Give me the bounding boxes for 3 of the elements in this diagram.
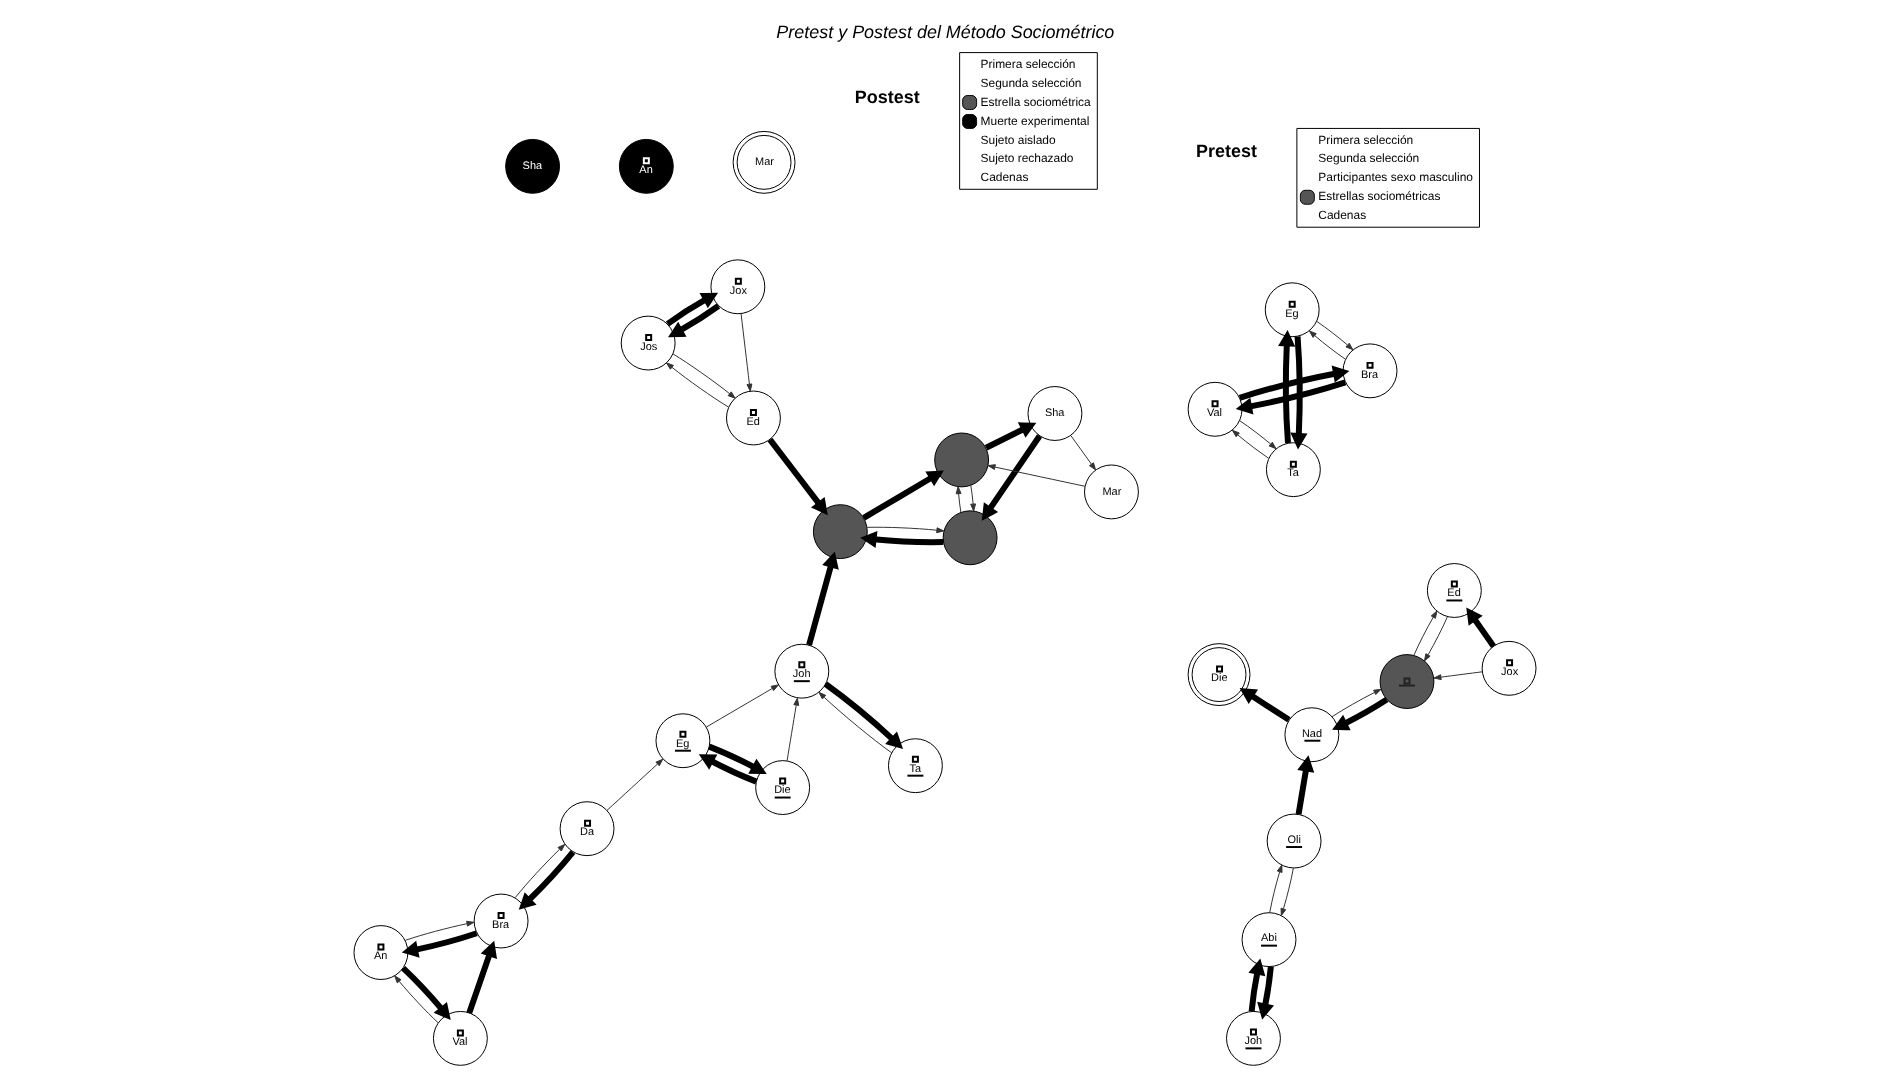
diagram-title: Pretest y Postest del Método Sociométrico: [776, 22, 1115, 43]
label: Postest: [854, 87, 920, 108]
label: Pretest: [1196, 141, 1257, 162]
